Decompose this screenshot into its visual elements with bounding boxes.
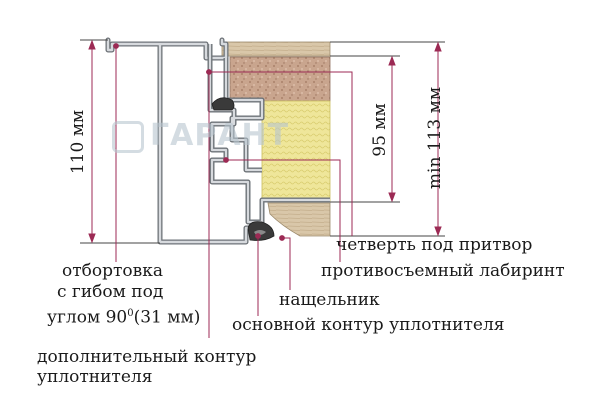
label-nashchelnik: нащельник — [279, 290, 380, 310]
label-otbortovka-3: углом 900(31 мм) — [47, 304, 200, 328]
label-otbortovka-3-sup: 0 — [127, 308, 134, 319]
watermark-text: ГАРАНТ — [150, 118, 290, 153]
dim-left-label: 110 мм — [68, 109, 88, 175]
label-labirint: противосъемный лабиринт — [321, 261, 565, 281]
label-otbortovka-1: отбортовка — [62, 261, 163, 281]
pointer-lines — [113, 43, 353, 338]
dim-mid-label: 95 мм — [370, 103, 390, 157]
top-wood-plank — [221, 41, 331, 57]
watermark-logo: ГАРАНТ — [112, 118, 289, 153]
label-otbortovka-2: с гибом под — [57, 282, 164, 302]
bottom-wood-panel — [267, 202, 331, 237]
label-osnovnoy: основной контур уплотнителя — [232, 315, 505, 335]
dim-mid — [330, 55, 400, 203]
label-otbortovka-3-text: углом 90 — [47, 307, 128, 328]
watermark-shield-icon — [112, 120, 144, 153]
label-dop-2: уплотнителя — [37, 367, 153, 387]
label-otbortovka-3-post: (31 мм) — [133, 307, 201, 328]
dim-left — [80, 39, 160, 244]
dim-right — [330, 41, 445, 237]
additional-seal-contour — [211, 97, 235, 111]
insulation-layer — [261, 100, 331, 202]
label-dop-1: дополнительный контур — [37, 347, 257, 367]
brick-layer — [229, 56, 331, 102]
label-chetvert: четверть под притвор — [336, 235, 533, 255]
dim-right-label: min 113 мм — [425, 86, 445, 190]
